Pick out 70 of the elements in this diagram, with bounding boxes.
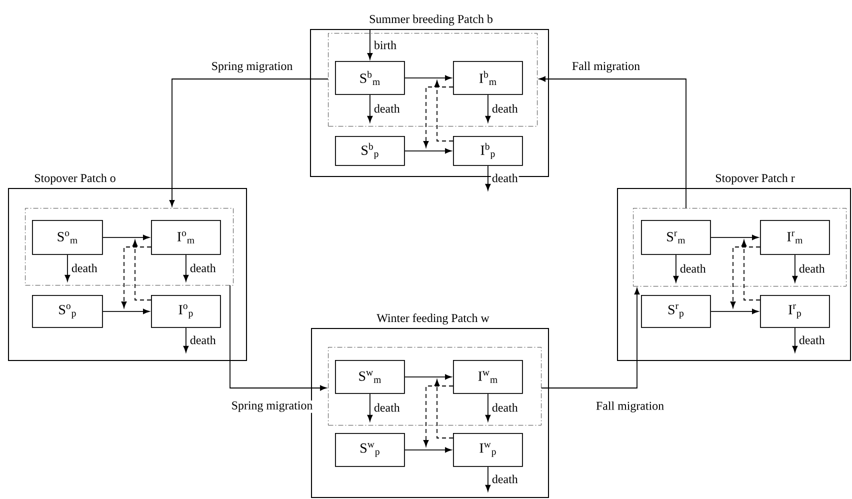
node-label: Summer breeding Patch b [370, 14, 492, 26]
arrow [730, 246, 760, 308]
compartment-box: S$^{r}$m [641, 220, 711, 255]
compartment-box: S$^{o}$m [32, 220, 103, 255]
edge-label: death [492, 174, 518, 182]
arrow [183, 327, 189, 352]
compartment-box: I$^{b}$m [453, 61, 523, 95]
arrow [423, 386, 454, 447]
compartment-box: S$^{w}$p [335, 433, 405, 467]
compartment-box: I$^{r}$p [760, 295, 830, 328]
arrow [367, 28, 373, 60]
arrow [673, 254, 679, 282]
arrow [710, 234, 759, 240]
edge-label: death [492, 474, 518, 484]
edge-label: death [190, 264, 216, 272]
compartment-box: S$^{o}$p [32, 295, 103, 328]
edge-label: birth [374, 40, 396, 50]
node-label: Stopover Patch o [34, 174, 116, 185]
arrow [434, 379, 454, 438]
arrow [183, 254, 189, 282]
arrow [132, 240, 152, 300]
arrow [741, 240, 760, 300]
arrow [434, 80, 454, 142]
arrow [485, 165, 491, 190]
node-label: Stopover Patch r [716, 174, 795, 185]
arrow [792, 254, 798, 282]
compartment-box: S$^{b}$p [335, 136, 405, 166]
node-label: Winter feeding Patch w [376, 314, 490, 325]
compartment-box: I$^{o}$m [151, 220, 221, 255]
compartment-box: I$^{w}$m [453, 360, 523, 394]
edge-label: death [799, 264, 825, 273]
arrow [367, 393, 373, 422]
arrow [121, 246, 152, 308]
arrow [710, 308, 759, 314]
arrow [102, 308, 150, 314]
arrow [485, 94, 491, 122]
arrow [367, 94, 373, 122]
edge-label: Fall migration [596, 401, 664, 412]
arrow [423, 86, 454, 148]
arrow [169, 78, 328, 207]
edge-label: death [492, 403, 518, 412]
compartment-box: S$^{b}$m [335, 61, 405, 95]
arrow [102, 234, 150, 240]
edge-label: Fall migration [572, 62, 640, 73]
arrow [485, 466, 491, 492]
arrow [404, 75, 452, 81]
edge-label: death [374, 403, 400, 412]
compartment-box: I$^{r}$m [760, 220, 830, 255]
compartment-box: S$^{w}$m [335, 360, 405, 394]
edge-label: death [492, 104, 518, 113]
arrow [404, 374, 452, 380]
edge-label: death [680, 264, 706, 273]
compartment-box: I$^{o}$p [151, 295, 221, 328]
edge-label: death [72, 264, 98, 272]
arrow [64, 254, 70, 282]
arrow [485, 393, 491, 422]
arrow [404, 447, 452, 453]
edge-label: death [374, 104, 400, 113]
compartment-box: I$^{w}$p [453, 433, 523, 467]
edge-label: death [190, 336, 216, 344]
arrow [538, 76, 686, 208]
arrow [792, 327, 798, 352]
arrow [230, 285, 327, 391]
compartment-box: S$^{r}$p [641, 295, 711, 328]
arrow [541, 288, 640, 388]
edge-label: death [799, 336, 825, 344]
compartment-box: I$^{b}$p [453, 136, 523, 166]
arrow [404, 148, 452, 154]
edge-label: Spring migration [212, 62, 293, 73]
edge-label: Spring migration [232, 401, 313, 412]
